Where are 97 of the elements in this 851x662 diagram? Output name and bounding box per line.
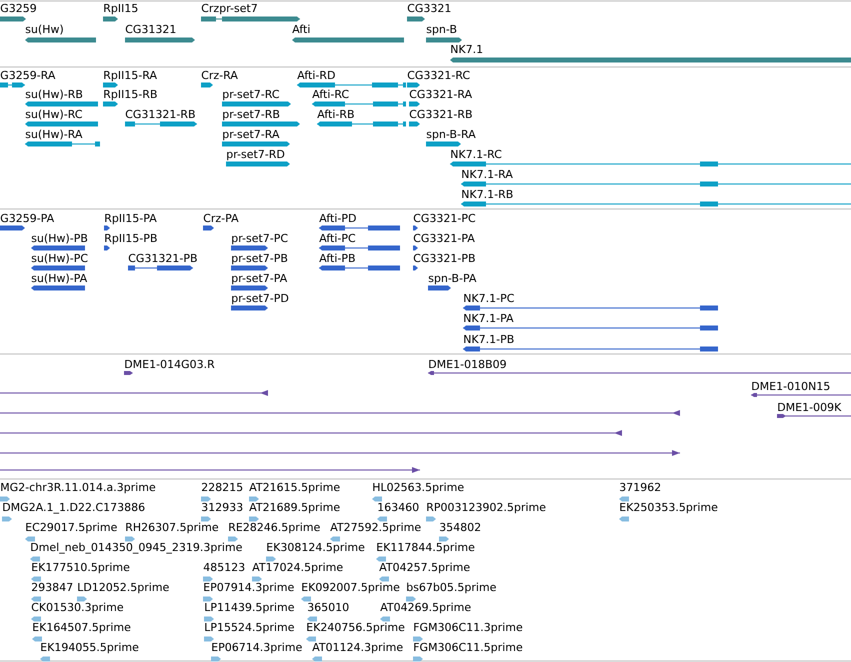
feature-label: LP11439.5prime xyxy=(205,602,294,614)
feature-label: Dmel_neb_014350_0945_2319.3prime xyxy=(31,542,242,554)
feature-label: HL02563.5prime xyxy=(373,482,464,494)
feature-label: 365010 xyxy=(308,602,348,612)
feature-label: NK7.1-RB xyxy=(462,190,513,198)
feature-label: EK177510.5prime xyxy=(32,562,130,574)
feature-label: FGM306C11.5prime xyxy=(414,642,522,654)
feature-label: pr-set7-PC xyxy=(232,234,288,244)
feature-label: 485123 xyxy=(204,562,244,572)
feature-label: RpII15-RB xyxy=(104,90,157,100)
feature-label: EC29017.5prime xyxy=(26,522,117,534)
feature-label: EK194055.5prime xyxy=(41,642,138,654)
feature-label: Crzpr-set7 xyxy=(202,4,257,14)
feature-label: CG31321-PB xyxy=(128,254,197,262)
feature-label: G3259-RA xyxy=(0,70,56,80)
feature-label: EP07914.3prime xyxy=(204,582,294,594)
feature-label: su(Hw) xyxy=(26,24,63,34)
feature-label: su(Hw)-RB xyxy=(26,90,82,100)
feature-label: 293847 xyxy=(32,582,72,592)
feature-label: CG3321-PC xyxy=(414,214,476,222)
feature-label: LD12052.5prime xyxy=(78,582,169,594)
feature-label: Afti-PD xyxy=(319,214,356,222)
feature-label: CG3321 xyxy=(408,4,450,12)
feature-label: EK164507.5prime xyxy=(33,622,130,634)
feature-label: CG3321-RC xyxy=(408,70,470,80)
feature-label: Afti xyxy=(292,24,310,33)
feature-label: FGM306C11.3prime xyxy=(414,622,522,634)
feature-label: AT04269.5prime xyxy=(380,602,471,614)
feature-label: AT21689.5prime xyxy=(249,502,340,514)
feature-label: CG3321-PA xyxy=(414,234,475,242)
feature-label: DME1-018B09 xyxy=(429,360,506,368)
feature-label: NK7.1-PA xyxy=(464,314,514,322)
feature-label: EK308124.5prime xyxy=(267,542,364,554)
feature-label: Afti-RB xyxy=(317,110,354,118)
feature-label: EP06714.3prime xyxy=(212,642,302,654)
feature-label: 228215 xyxy=(202,482,242,492)
feature-label: EK250353.5prime xyxy=(620,502,718,514)
feature-label: NK7.1 xyxy=(451,45,482,53)
feature-label: MG2-chr3R.11.014.a.3prime xyxy=(1,482,156,494)
feature-label: Afti-PC xyxy=(319,234,356,242)
feature-label: pr-set7-RA xyxy=(223,130,280,140)
feature-label: CG3321-RB xyxy=(410,110,472,118)
feature-label: spn-B xyxy=(426,25,456,36)
feature-label: RpII15-PA xyxy=(105,214,157,224)
feature-label: G3259-PA xyxy=(0,214,54,222)
feature-label: bs67b05.5prime xyxy=(407,582,496,594)
feature-label: CG3321-PB xyxy=(414,254,475,262)
feature-label: Crz-PA xyxy=(204,214,239,222)
feature-label: su(Hw)-PB xyxy=(32,234,88,244)
feature-label: AT01124.3prime xyxy=(312,642,403,654)
feature-label: Afti-PB xyxy=(319,254,355,262)
feature-label: EK240756.5prime xyxy=(307,622,404,634)
feature-label: CK01530.3prime xyxy=(32,602,124,614)
feature-label: CG31321-RB xyxy=(126,110,195,118)
feature-label: pr-set7-PD xyxy=(232,294,288,304)
feature-label: RP003123902.5prime xyxy=(427,502,546,514)
feature-label: G3259 xyxy=(0,4,36,12)
feature-label: NK7.1-PB xyxy=(464,335,514,343)
feature-label: su(Hw)-PC xyxy=(32,254,88,264)
feature-label: CG3321-RA xyxy=(410,90,472,98)
feature-label: spn-B-PA xyxy=(428,274,476,284)
feature-label: AT27592.5prime xyxy=(330,522,421,534)
feature-label: RH26307.5prime xyxy=(126,522,218,534)
feature-label: RpII15-PB xyxy=(105,234,157,244)
feature-label: DME1-010N15 xyxy=(752,382,830,390)
feature-label: su(Hw)-RC xyxy=(26,110,82,120)
feature-label: RE28246.5prime xyxy=(229,522,320,534)
feature-label: 371962 xyxy=(620,482,660,492)
feature-label: pr-set7-RC xyxy=(223,90,279,100)
feature-label: spn-B-RA xyxy=(426,130,476,140)
feature-label: DMG2A.1_1.D22.C173886 xyxy=(3,502,144,514)
feature-label: RpII15-RA xyxy=(104,71,157,82)
feature-label: su(Hw)-RA xyxy=(26,130,82,140)
feature-label: NK7.1-RC xyxy=(451,150,502,158)
feature-label: Crz-RA xyxy=(202,70,238,80)
feature-label: RpII15 xyxy=(104,4,138,14)
feature-label: 354802 xyxy=(440,522,480,532)
feature-label: AT17024.5prime xyxy=(252,562,343,574)
feature-label: Afti-RC xyxy=(312,90,349,98)
feature-label: AT04257.5prime xyxy=(379,562,470,574)
feature-label: AT21615.5prime xyxy=(249,482,340,494)
feature-label: 163460 xyxy=(378,502,418,512)
feature-label: EK117844.5prime xyxy=(377,542,474,554)
feature-label: LP15524.5prime xyxy=(205,622,294,634)
feature-label: pr-set7-PA xyxy=(232,274,288,284)
feature-label: Afti-RD xyxy=(297,70,335,79)
feature-label: su(Hw)-PA xyxy=(32,274,88,284)
feature-label: NK7.1-PC xyxy=(464,294,514,302)
feature-label: pr-set7-RD xyxy=(227,150,284,160)
feature-label: EK092007.5prime xyxy=(302,582,400,594)
feature-label: NK7.1-RA xyxy=(462,170,513,178)
feature-label: pr-set7-RB xyxy=(223,110,280,120)
feature-label: 312933 xyxy=(202,502,242,512)
feature-label: pr-set7-PB xyxy=(232,254,288,264)
feature-label: DME1-014G03.R xyxy=(125,360,214,368)
feature-label: CG31321 xyxy=(126,24,176,34)
feature-label: DME1-009K xyxy=(778,402,842,412)
